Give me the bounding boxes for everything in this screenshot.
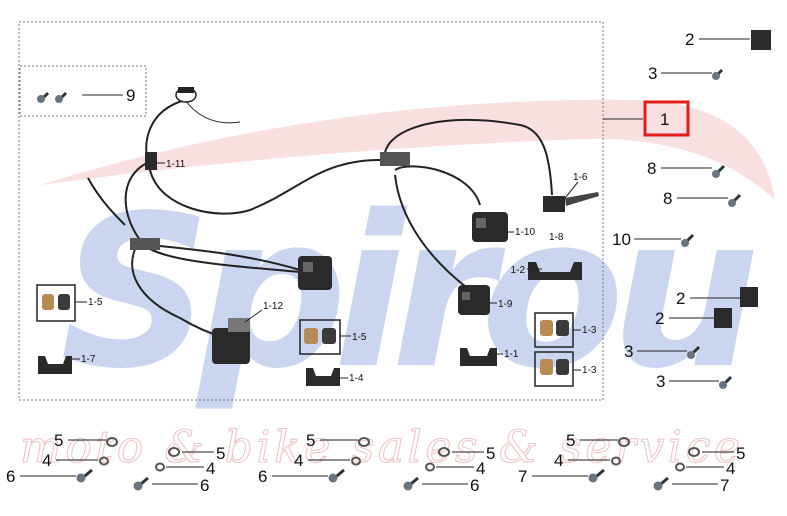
watermark-tagline: moto & bike sales & service bbox=[20, 422, 740, 473]
spring-washer-icon bbox=[675, 462, 685, 472]
hardware-group: 54 7 bbox=[518, 431, 630, 486]
callout-3-mid: 3 bbox=[624, 342, 633, 361]
callout-bolt: 6 bbox=[470, 476, 479, 495]
callout-spring-washer: 4 bbox=[554, 451, 563, 470]
callout-spring-washer: 4 bbox=[726, 459, 735, 478]
callout-washer: 5 bbox=[736, 444, 745, 463]
callout-3-top: 3 bbox=[648, 64, 657, 83]
callout-bolt: 7 bbox=[518, 467, 527, 486]
callout-washer: 5 bbox=[216, 444, 225, 463]
callout-1-3-lower: 1-3 bbox=[582, 365, 597, 376]
brake-pads-1-3-upper bbox=[534, 312, 574, 348]
callout-1-3-upper: 1-3 bbox=[582, 325, 597, 336]
caliper-bracket-1-7 bbox=[38, 356, 72, 374]
brake-pads-1-5-left bbox=[36, 284, 76, 322]
callout-1-12: 1-12 bbox=[263, 301, 283, 312]
callout-bolt: 7 bbox=[720, 476, 729, 495]
hardware-group: 54 6 bbox=[258, 431, 370, 486]
bracket-clip-icon bbox=[751, 30, 771, 50]
bolt-icon bbox=[133, 481, 143, 491]
callout-1-8: 1-8 bbox=[549, 232, 564, 243]
callout-2-top: 2 bbox=[685, 30, 694, 49]
spring-washer-icon bbox=[425, 462, 435, 472]
brake-caliper-1-9 bbox=[458, 285, 490, 315]
watermark-swoosh bbox=[40, 99, 775, 200]
callout-spring-washer: 4 bbox=[42, 451, 51, 470]
callout-bolt: 6 bbox=[258, 467, 267, 486]
splitter-block bbox=[380, 152, 410, 166]
washer-icon bbox=[106, 437, 118, 447]
spring-washer-icon bbox=[155, 462, 165, 472]
bolt-icon bbox=[403, 481, 413, 491]
callout-bolt: 6 bbox=[200, 476, 209, 495]
washer-icon bbox=[168, 447, 180, 457]
callout-9: 9 bbox=[126, 86, 135, 105]
watermark-brand: Spirou bbox=[60, 170, 760, 415]
washer-icon bbox=[358, 437, 370, 447]
callout-bolt: 6 bbox=[6, 467, 15, 486]
callout-spring-washer: 4 bbox=[206, 459, 215, 478]
bolt-icon bbox=[588, 473, 598, 483]
watermark: Spirou moto & bike sales & service bbox=[19, 99, 775, 474]
bolt-pair-icon bbox=[37, 91, 68, 103]
spring-washer-icon bbox=[351, 456, 361, 466]
brake-caliper-rear bbox=[298, 256, 332, 290]
callout-1-7: 1-7 bbox=[81, 354, 96, 365]
right-parts-column: 2 3 8 8 10 2 2 3 3 bbox=[612, 30, 771, 391]
callout-1-2: 1-2 bbox=[511, 265, 526, 276]
callout-spring-washer: 4 bbox=[476, 459, 485, 478]
callout-spring-washer: 4 bbox=[294, 451, 303, 470]
bolt-icon bbox=[653, 481, 663, 491]
assembly-boundary bbox=[18, 21, 604, 401]
brake-caliper-1-10 bbox=[472, 212, 508, 242]
brake-fluid-reservoir bbox=[175, 87, 197, 103]
lower-splitter bbox=[130, 238, 160, 250]
callout-3-low: 3 bbox=[656, 372, 665, 391]
callout-1-5-center: 1-5 bbox=[352, 332, 367, 343]
callout-washer: 5 bbox=[486, 444, 495, 463]
callout-10: 10 bbox=[612, 230, 631, 249]
callout-1-6: 1-6 bbox=[573, 172, 588, 183]
washer-icon bbox=[688, 447, 700, 457]
hose-junction-1-11 bbox=[145, 152, 157, 170]
bolt-icon bbox=[76, 473, 86, 483]
washer-icon bbox=[618, 437, 630, 447]
callout-2-mid: 2 bbox=[676, 289, 685, 308]
callout-1-5-left: 1-5 bbox=[88, 297, 103, 308]
brake-pads-1-3-lower bbox=[534, 351, 574, 387]
brake-pads-1-5-center bbox=[299, 319, 341, 355]
hardware-group: 547 bbox=[653, 444, 745, 495]
callout-washer: 5 bbox=[54, 431, 63, 450]
callout-washer: 5 bbox=[566, 431, 575, 450]
hardware-group: 546 bbox=[133, 444, 225, 495]
hardware-group: 546 bbox=[403, 444, 495, 495]
callout-2-low: 2 bbox=[655, 309, 664, 328]
spring-washer-icon bbox=[611, 456, 621, 466]
caliper-bracket-1-1 bbox=[460, 348, 497, 366]
callout-8-a: 8 bbox=[647, 159, 656, 178]
highlight-box-item-1 bbox=[643, 100, 690, 137]
spring-washer-icon bbox=[99, 456, 109, 466]
callout-1-1: 1-1 bbox=[504, 349, 519, 360]
callout-1: 1 bbox=[660, 110, 669, 129]
callout-8-b: 8 bbox=[663, 189, 672, 208]
caliper-bracket-1-4 bbox=[306, 368, 340, 386]
hardware-group: 54 6 bbox=[6, 431, 118, 486]
callout-1-10: 1-10 bbox=[515, 227, 535, 238]
brake-master-cylinder-lever bbox=[543, 192, 599, 212]
bolt-icon bbox=[328, 473, 338, 483]
caliper-bracket-1-2 bbox=[528, 262, 582, 280]
brake-caliper-1-12 bbox=[212, 318, 250, 364]
callout-1-4: 1-4 bbox=[349, 373, 364, 384]
callout-washer: 5 bbox=[306, 431, 315, 450]
callout-1-11: 1-11 bbox=[166, 159, 186, 170]
callout-1-9: 1-9 bbox=[498, 299, 513, 310]
washer-icon bbox=[438, 447, 450, 457]
